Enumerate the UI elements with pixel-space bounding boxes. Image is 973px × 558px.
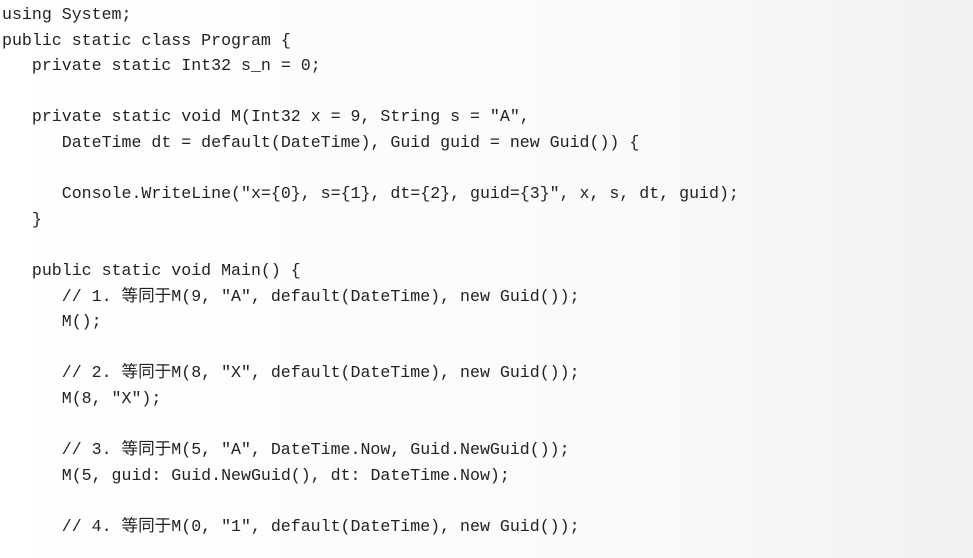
code-line-4 <box>2 79 739 105</box>
code-line-13: M(); <box>2 312 102 332</box>
code-line-8: Console.WriteLine("x={0}, s={1}, dt={2},… <box>2 184 739 204</box>
code-line-10 <box>2 232 739 258</box>
code-line-17 <box>2 412 739 438</box>
code-line-18: // 3. 等同于M(5, "A", DateTime.Now, Guid.Ne… <box>2 440 570 460</box>
code-line-20 <box>2 488 739 514</box>
code-line-19: M(5, guid: Guid.NewGuid(), dt: DateTime.… <box>2 465 510 485</box>
code-line-16: M(8, "X"); <box>2 388 162 408</box>
code-line-21: // 4. 等同于M(0, "1", default(DateTime), ne… <box>2 516 580 536</box>
code-line-11: public static void Main() { <box>2 260 301 280</box>
code-line-2: public static class Program { <box>2 30 291 50</box>
code-line-7 <box>2 156 739 182</box>
code-line-12: // 1. 等同于M(9, "A", default(DateTime), ne… <box>2 286 580 306</box>
code-line-1: using System; <box>2 5 132 24</box>
code-line-9: } <box>2 209 42 229</box>
code-line-6: DateTime dt = default(DateTime), Guid gu… <box>2 132 640 152</box>
code-line-15: // 2. 等同于M(8, "X", default(DateTime), ne… <box>2 363 580 383</box>
code-line-3: private static Int32 s_n = 0; <box>2 56 321 76</box>
code-line-5: private static void M(Int32 x = 9, Strin… <box>2 107 530 127</box>
code-line-14 <box>2 335 739 361</box>
code-listing: using System; public static class Program… <box>2 2 739 539</box>
